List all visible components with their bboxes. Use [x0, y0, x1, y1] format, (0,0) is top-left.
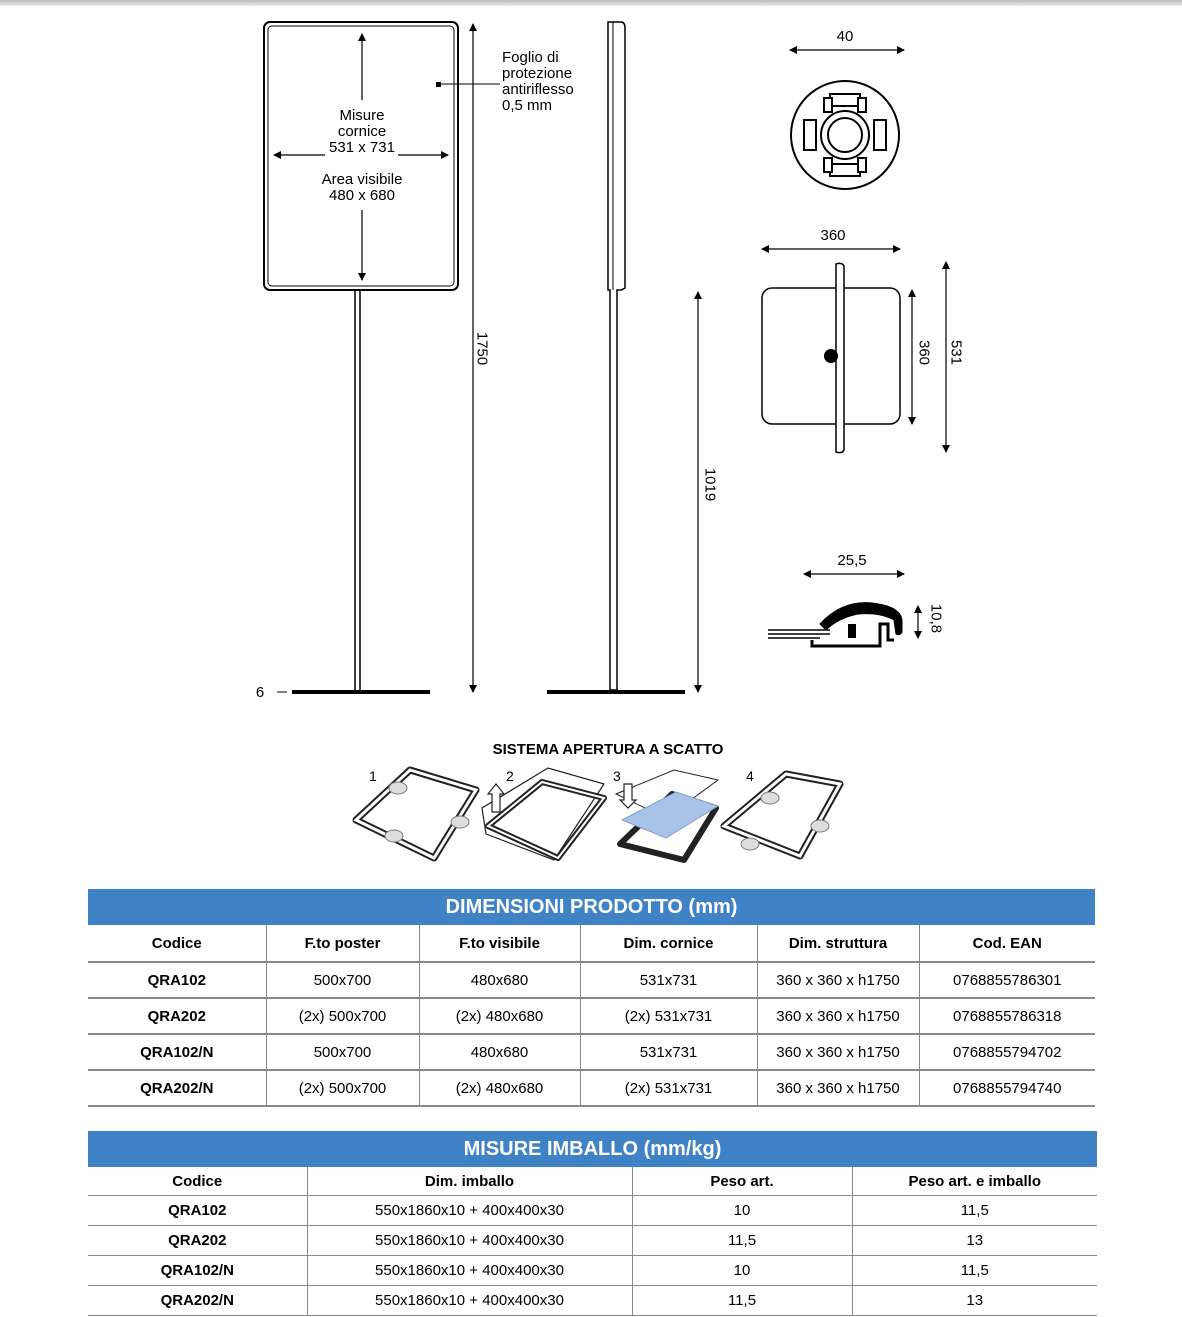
clip-height-label: 10,8 — [927, 603, 945, 634]
col-header: Codice — [88, 925, 266, 963]
table-row: QRA202/N (2x) 500x700 (2x) 480x680 (2x) … — [88, 1070, 1095, 1107]
table-row: QRA102/N 550x1860x10 + 400x400x30 10 11,… — [88, 1255, 1097, 1286]
table-cell: 531x731 — [579, 962, 757, 999]
snap-step-4 — [720, 770, 844, 860]
base-thickness-label: 6 — [255, 684, 265, 701]
table-row: QRA202 550x1860x10 + 400x400x30 11,5 13 — [88, 1225, 1097, 1256]
snap-step-1 — [352, 766, 480, 862]
snap-step-1-number: 1 — [369, 768, 377, 784]
col-header: F.to visibile — [418, 925, 580, 963]
table-cell: 11,5 — [851, 1255, 1097, 1286]
table-cell: 11,5 — [631, 1285, 852, 1316]
table-cell: 0768855786318 — [918, 998, 1095, 1035]
profile-section — [789, 46, 905, 190]
table-cell: (2x) 531x731 — [579, 998, 757, 1035]
table-cell: (2x) 500x700 — [265, 998, 419, 1035]
table-cell: 531x731 — [579, 1034, 757, 1071]
col-header: F.to poster — [265, 925, 419, 963]
product-dimensions-table: DIMENSIONI PRODOTTO (mm) Codice F.to pos… — [88, 889, 1095, 1107]
table-cell: QRA202 — [88, 998, 266, 1035]
table-cell: 550x1860x10 + 400x400x30 — [306, 1225, 632, 1256]
col-header: Dim. imballo — [306, 1167, 632, 1196]
snap-steps — [352, 766, 844, 863]
col-header: Codice — [88, 1167, 307, 1196]
technical-drawing — [263, 21, 950, 863]
table-cell: 0768855794702 — [918, 1034, 1095, 1071]
col-header: Peso art. e imballo — [851, 1167, 1097, 1196]
table-cell: 13 — [851, 1225, 1097, 1256]
table-cell: (2x) 480x680 — [418, 998, 580, 1035]
table-row: QRA102/N 500x700 480x680 531x731 360 x 3… — [88, 1034, 1095, 1071]
table-cell: 360 x 360 x h1750 — [756, 962, 919, 999]
base-depth-label: 360 — [915, 339, 933, 366]
clip-section — [768, 570, 922, 648]
packing-table: MISURE IMBALLO (mm/kg) Codice Dim. imbal… — [88, 1131, 1097, 1316]
table-cell: (2x) 480x680 — [418, 1070, 580, 1107]
front-view — [263, 21, 500, 694]
table-cell: QRA202/N — [88, 1285, 307, 1316]
table-cell: 10 — [631, 1255, 852, 1286]
table-cell: 0768855786301 — [918, 962, 1095, 999]
table-cell: (2x) 531x731 — [579, 1070, 757, 1107]
table-row: QRA102 550x1860x10 + 400x400x30 10 11,5 — [88, 1195, 1097, 1226]
table-cell: 360 x 360 x h1750 — [756, 1070, 919, 1107]
table-cell: 500x700 — [265, 962, 419, 999]
protection-foil-label: Foglio di protezione antiriflesso 0,5 mm — [502, 49, 574, 114]
frame-size-label: Misure cornice 531 x 731 — [329, 107, 395, 156]
snap-step-2 — [481, 767, 607, 861]
table-cell: 500x700 — [265, 1034, 419, 1071]
packing-table-title: MISURE IMBALLO (mm/kg) — [88, 1131, 1097, 1167]
post-height-label: 1019 — [701, 467, 719, 502]
table-cell: 360 x 360 x h1750 — [756, 1034, 919, 1071]
table-row: QRA102 500x700 480x680 531x731 360 x 360… — [88, 962, 1095, 999]
snap-step-3-number: 3 — [613, 768, 621, 784]
snap-step-3 — [614, 769, 720, 863]
table-row: QRA202 (2x) 500x700 (2x) 480x680 (2x) 53… — [88, 998, 1095, 1035]
table-cell: 480x680 — [418, 1034, 580, 1071]
table-cell: 550x1860x10 + 400x400x30 — [306, 1285, 632, 1316]
table-cell: 13 — [851, 1285, 1097, 1316]
profile-width-label: 40 — [836, 28, 854, 45]
height-total-label: 1750 — [473, 331, 491, 366]
table-cell: 11,5 — [851, 1195, 1097, 1226]
table-cell: QRA102 — [88, 962, 266, 999]
table-cell: QRA102 — [88, 1195, 307, 1226]
table-cell: QRA102/N — [88, 1255, 307, 1286]
side-view — [547, 21, 702, 694]
top-edge-bar — [0, 0, 1182, 6]
product-table-title: DIMENSIONI PRODOTTO (mm) — [88, 889, 1095, 925]
table-cell: 550x1860x10 + 400x400x30 — [306, 1255, 632, 1286]
table-cell: 0768855794740 — [918, 1070, 1095, 1107]
table-cell: 10 — [631, 1195, 852, 1226]
base-top-view — [761, 245, 950, 454]
snap-step-2-number: 2 — [506, 768, 514, 784]
table-cell: (2x) 500x700 — [265, 1070, 419, 1107]
base-width-label: 360 — [820, 227, 846, 244]
table-row: QRA202/N 550x1860x10 + 400x400x30 11,5 1… — [88, 1285, 1097, 1316]
frame-depth-label: 531 — [947, 339, 965, 366]
col-header: Dim. struttura — [756, 925, 919, 963]
clip-width-label: 25,5 — [837, 552, 867, 569]
table-cell: 480x680 — [418, 962, 580, 999]
table-cell: QRA202 — [88, 1225, 307, 1256]
visible-area-label: Area visibile 480 x 680 — [321, 171, 403, 204]
table-cell: 360 x 360 x h1750 — [756, 998, 919, 1035]
table-cell: 11,5 — [631, 1225, 852, 1256]
col-header: Peso art. — [631, 1167, 852, 1196]
snap-step-4-number: 4 — [746, 768, 754, 784]
col-header: Dim. cornice — [579, 925, 757, 963]
table-cell: 550x1860x10 + 400x400x30 — [306, 1195, 632, 1226]
table-cell: QRA202/N — [88, 1070, 266, 1107]
col-header: Cod. EAN — [918, 925, 1095, 963]
table-cell: QRA102/N — [88, 1034, 266, 1071]
snap-system-title: SISTEMA APERTURA A SCATTO — [492, 741, 724, 758]
